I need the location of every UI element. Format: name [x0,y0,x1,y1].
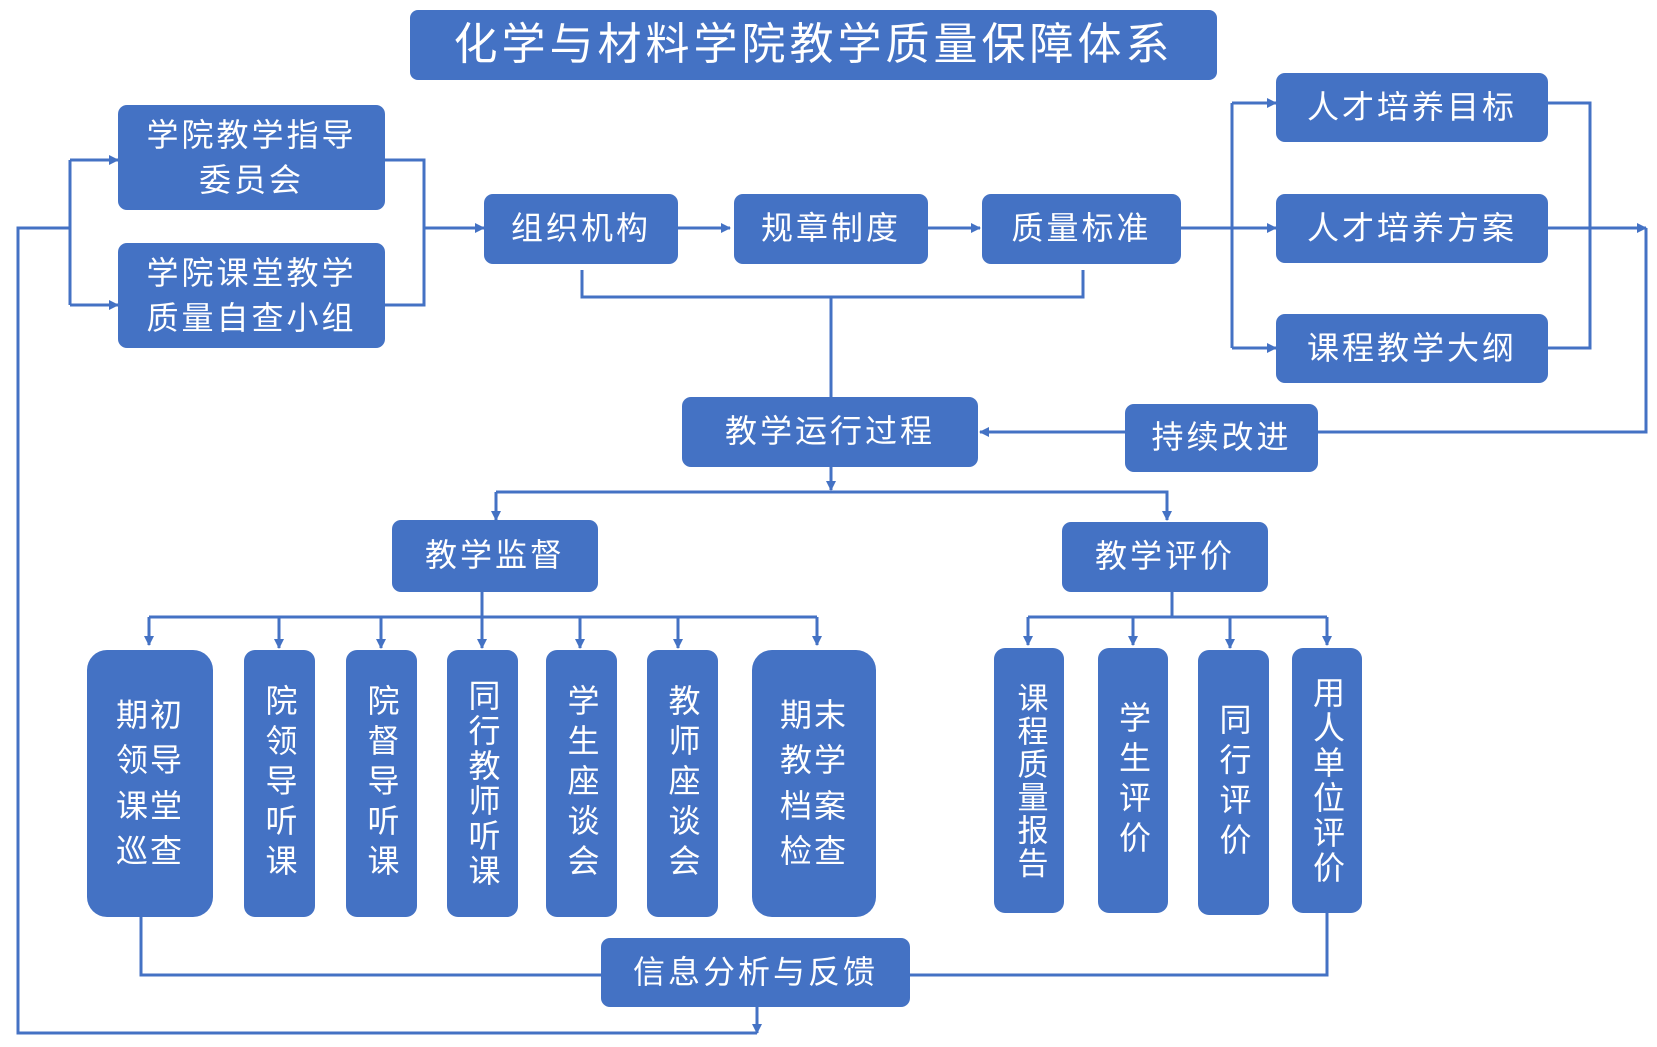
org-structure-box: 组织机构 [484,194,678,264]
committee-bracket [385,158,426,307]
talent-plan-box: 人才培养方案 [1276,194,1548,263]
supervision-item-start-term: 期初 领导 课堂 巡查 [87,650,213,917]
end-term-line: 教学 [779,741,848,780]
regulations-box: 规章制度 [734,194,928,264]
chain-bracket [580,270,1085,299]
supervision-item-end-term: 期末 教学 档案 检查 [752,650,876,917]
supervision-item-student-forum: 学生座谈会 [546,650,617,917]
page-title: 化学与材料学院教学质量保障体系 [410,10,1217,80]
teaching-guidance-committee: 学院教学指导 委员会 [118,105,385,210]
committee-line-2: 委员会 [198,160,304,199]
quality-standard-box: 质量标准 [982,194,1181,264]
feedback-left [139,917,601,977]
supervision-item-dean-audit: 院领导听课 [244,650,315,917]
evaluation-item-employer: 用人单位评价 [1292,648,1362,913]
syllabus-box: 课程教学大纲 [1276,314,1548,383]
end-term-line: 检查 [779,831,848,870]
evaluation-item-student: 学生评价 [1098,648,1168,913]
selfcheck-line-1: 学院课堂教学 [146,253,357,292]
standards-bracket-right [1548,101,1592,350]
supervision-item-teacher-forum: 教师座谈会 [647,650,718,917]
start-term-line: 课堂 [115,786,184,825]
selfcheck-line-2: 质量自查小组 [146,298,357,337]
start-term-line: 领导 [115,741,184,780]
supervision-box: 教学监督 [392,520,598,592]
end-term-line: 期末 [779,695,848,734]
end-term-line: 档案 [779,786,848,825]
teaching-process-box: 教学运行过程 [682,397,978,467]
quality-selfcheck-group: 学院课堂教学 质量自查小组 [118,243,385,348]
evaluation-box: 教学评价 [1062,522,1268,592]
continuous-improvement-box: 持续改进 [1125,404,1318,472]
supervision-item-supervisor-audit: 院督导听课 [346,650,417,917]
feedback-right [910,913,1329,977]
evaluation-item-course-report: 课程质量报告 [994,648,1064,913]
start-term-line: 巡查 [115,831,184,870]
feedback-box: 信息分析与反馈 [601,938,910,1007]
process-split [494,490,1167,520]
talent-goal-box: 人才培养目标 [1276,73,1548,142]
evaluation-item-peer: 同行评价 [1198,650,1269,915]
supervision-item-peer-audit: 同行教师听课 [447,650,518,917]
start-term-line: 期初 [115,695,184,734]
committee-line-1: 学院教学指导 [146,115,357,154]
